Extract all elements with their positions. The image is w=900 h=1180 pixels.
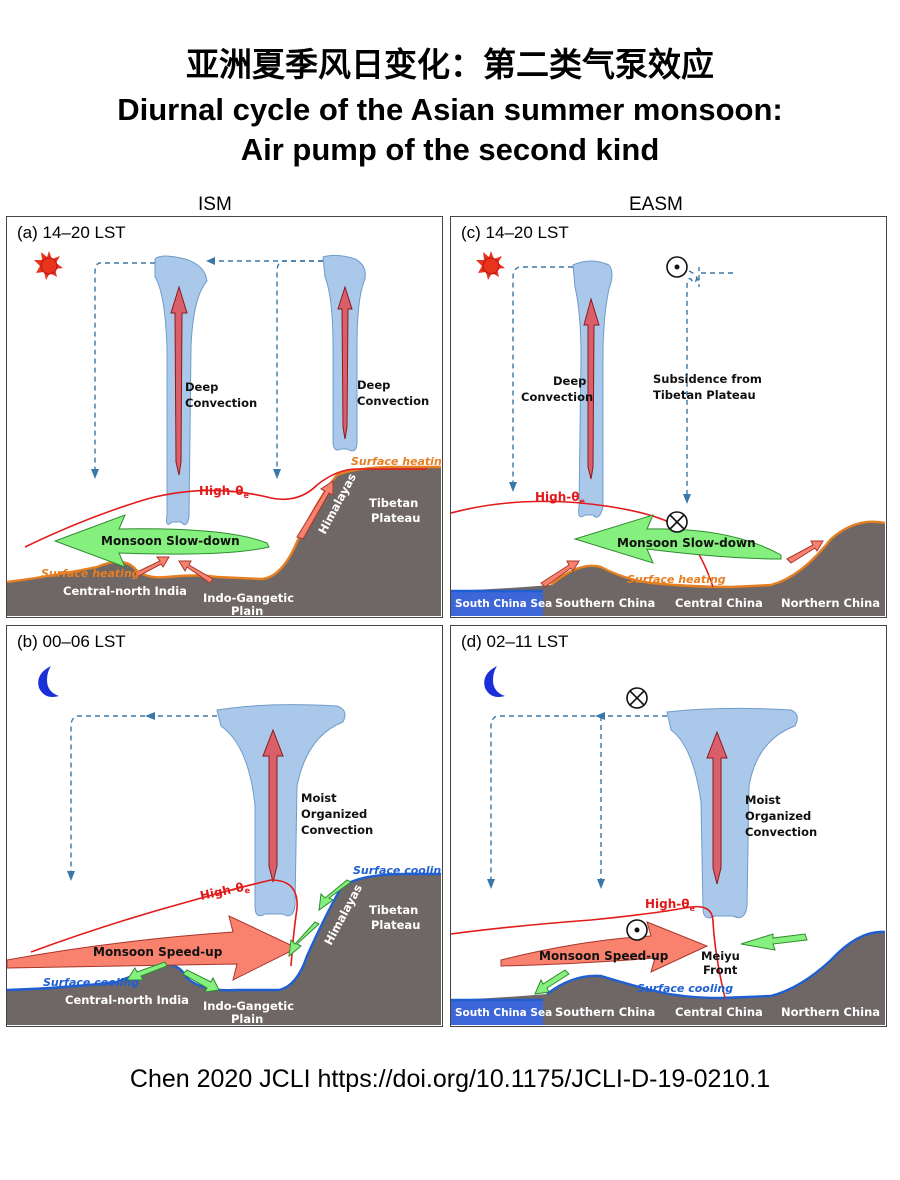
tibetan-label: Tibetan xyxy=(369,496,418,510)
south-china-sea-box xyxy=(451,1000,543,1025)
surface-cooling-label-top: Surface cooling xyxy=(353,864,441,877)
terrain-ism-night xyxy=(7,874,441,1025)
updraft-arrow xyxy=(262,728,284,883)
high-theta-label: High-θe xyxy=(199,879,252,905)
updraft-arrow xyxy=(706,730,728,885)
citation: Chen 2020 JCLI https://doi.org/10.1175/J… xyxy=(129,1065,771,1093)
organized-label: Organized xyxy=(745,809,811,823)
plateau-label: Plateau xyxy=(371,918,420,932)
moist-convection-plume xyxy=(666,707,798,919)
title-chinese: 亚洲夏季风日变化：第二类气泵效应 xyxy=(186,45,714,84)
moist-label: Moist xyxy=(301,791,337,805)
deep-label-2: Deep xyxy=(357,378,390,392)
central-north-india-label: Central-north India xyxy=(63,584,187,598)
tibetan-label: Tibetan xyxy=(369,903,418,917)
into-page-symbol xyxy=(626,687,648,709)
central-china-label: Central China xyxy=(675,596,763,610)
surface-heating-label-top: Surface heating xyxy=(351,455,441,468)
column-header-easm: EASM xyxy=(629,194,683,215)
terrain-easm-night xyxy=(451,931,885,1025)
surface-heating-label: Surface heating xyxy=(627,573,726,586)
panel-d-diagram: Moist Organized Convection High-θe Monso… xyxy=(451,666,885,1025)
southern-china-label: Southern China xyxy=(555,596,655,610)
monsoon-speedup-label: Monsoon Speed-up xyxy=(539,949,669,963)
title-english-line2: Air pump of the second kind xyxy=(240,132,660,167)
convection-label-1: Convection xyxy=(185,396,257,410)
panel-a-diagram: Deep Convection Deep Convection High-θe … xyxy=(7,251,441,616)
monsoon-speedup-arrow xyxy=(7,915,299,981)
panel-a: (a) 14–20 LST Deep Convection xyxy=(6,216,443,618)
organized-label: Organized xyxy=(301,807,367,821)
northern-china-label: Northern China xyxy=(781,596,880,610)
high-theta-label: High-θe xyxy=(645,897,696,913)
moist-convection-plume xyxy=(216,704,346,917)
monsoon-slowdown-label: Monsoon Slow-down xyxy=(617,536,756,550)
out-of-page-symbol xyxy=(626,919,648,941)
front-label: Front xyxy=(703,963,738,977)
central-china-label: Central China xyxy=(675,1005,763,1019)
plain-label: Plain xyxy=(231,1012,263,1025)
monsoon-slowdown-arrow xyxy=(573,514,782,564)
plateau-label: Plateau xyxy=(371,511,420,525)
circulation-dashed-left xyxy=(512,266,573,485)
convection-label: Convection xyxy=(521,390,593,404)
panel-b: (b) 00–06 LST Moist Organized Convection… xyxy=(6,625,443,1027)
indo-gangetic-label: Indo-Gangetic xyxy=(203,999,294,1013)
moist-label: Moist xyxy=(745,793,781,807)
title-english-line1: Diurnal cycle of the Asian summer monsoo… xyxy=(117,92,783,127)
south-china-sea-label: South China Sea xyxy=(455,1007,552,1019)
subsidence-label-1: Subsidence from xyxy=(653,372,762,386)
panel-b-diagram: Moist Organized Convection High-θe Surfa… xyxy=(7,666,441,1025)
updraft-arrow-2 xyxy=(337,285,353,440)
indo-gangetic-label: Indo-Gangetic xyxy=(203,591,294,605)
column-header-ism: ISM xyxy=(198,194,232,215)
high-theta-line xyxy=(451,905,726,999)
moon-icon xyxy=(38,666,59,697)
south-china-sea-label: South China Sea xyxy=(455,598,552,610)
surface-cooling-label-bottom: Surface cooling xyxy=(43,976,139,989)
high-theta-line xyxy=(24,468,427,548)
sun-icon xyxy=(34,251,63,280)
southern-china-label: Southern China xyxy=(555,1005,655,1019)
panel-d-label: (d) 02–11 LST xyxy=(461,632,569,651)
updraft-arrow-1 xyxy=(170,285,188,476)
panel-c-diagram: Deep Convection Subsidence from Tibetan … xyxy=(451,251,885,616)
surface-heating-label-bottom: Surface heating xyxy=(41,567,140,580)
panel-b-label: (b) 00–06 LST xyxy=(17,632,126,651)
convection-label: Convection xyxy=(301,823,373,837)
high-theta-label: High-θe xyxy=(199,484,250,500)
terrain-ism-day xyxy=(7,467,441,616)
panel-c: (c) 14–20 LST xyxy=(450,216,887,618)
plain-label: Plain xyxy=(231,604,263,616)
terrain-easm-day xyxy=(451,521,885,616)
panel-a-label: (a) 14–20 LST xyxy=(17,223,126,242)
panel-c-label: (c) 14–20 LST xyxy=(461,223,569,242)
high-theta-label: High-θe xyxy=(535,490,586,506)
subsidence-label-2: Tibetan Plateau xyxy=(653,388,756,402)
monsoon-slowdown-label: Monsoon Slow-down xyxy=(101,534,240,548)
deep-label-1: Deep xyxy=(185,380,218,394)
south-china-sea-box xyxy=(451,591,543,616)
convection-label-2: Convection xyxy=(357,394,429,408)
meiyu-label: Meiyu xyxy=(701,949,740,963)
monsoon-slowdown-arrow xyxy=(53,514,270,568)
convection-label: Convection xyxy=(745,825,817,839)
monsoon-speedup-label: Monsoon Speed-up xyxy=(93,945,223,959)
subsidence-dashed xyxy=(686,267,700,497)
circulation-dashed-left xyxy=(94,262,155,472)
updraft-arrow xyxy=(583,297,600,480)
into-page-symbol xyxy=(666,511,688,533)
deep-label: Deep xyxy=(553,374,586,388)
northern-china-label: Northern China xyxy=(781,1005,880,1019)
monsoon-speedup-arrow xyxy=(500,921,709,973)
sun-icon xyxy=(476,251,505,280)
high-theta-line xyxy=(30,879,298,967)
surface-cooling-label: Surface cooling xyxy=(637,982,733,995)
panel-d: (d) 02–11 LST Moist Org xyxy=(450,625,887,1027)
moon-icon xyxy=(484,666,505,697)
out-of-page-symbol xyxy=(666,256,688,278)
central-north-india-label: Central-north India xyxy=(65,993,189,1007)
